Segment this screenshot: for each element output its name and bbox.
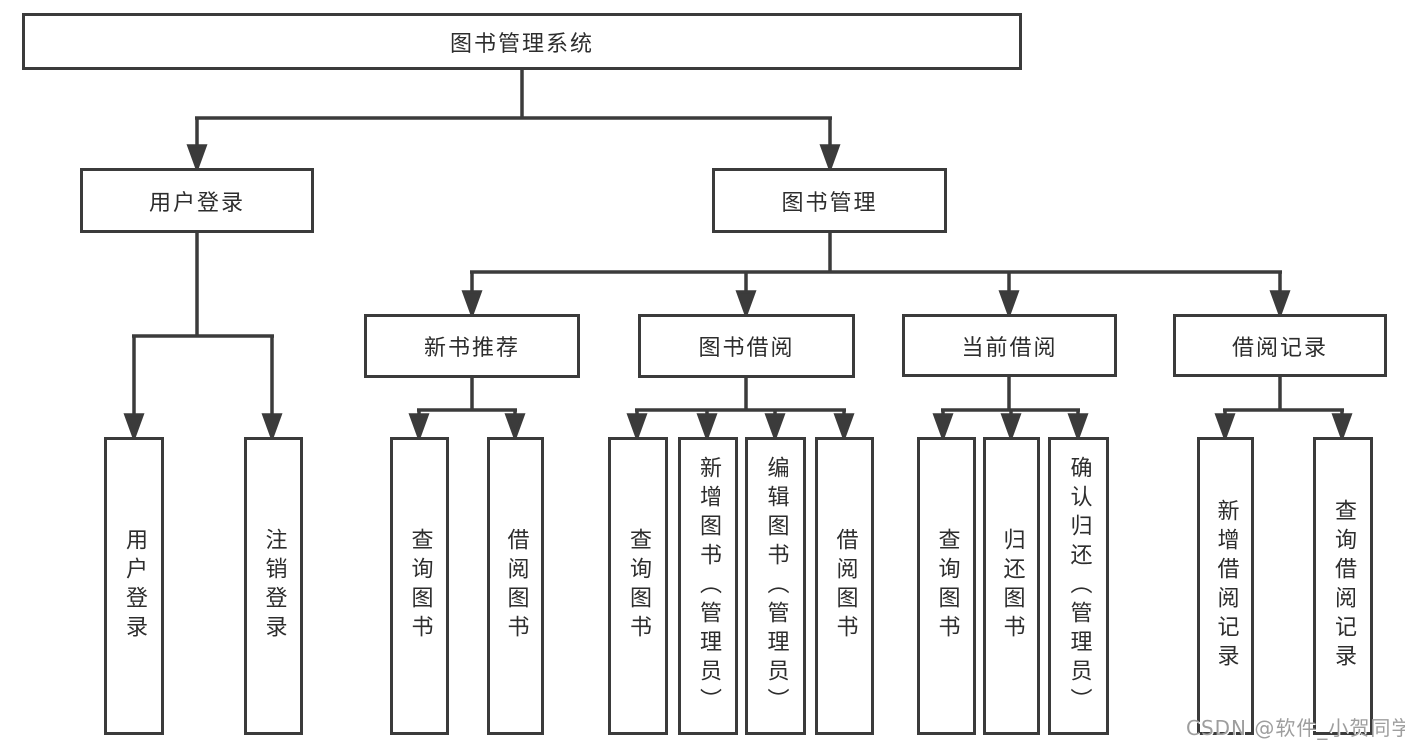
leaf-bb-borrow-book: 借阅图书 <box>815 437 874 735</box>
arrowhead <box>998 290 1020 320</box>
arrowhead <box>1214 413 1236 443</box>
leaf-bb-query-book-label: 查询图书 <box>626 528 651 644</box>
leaf-logout: 注销登录 <box>244 437 303 735</box>
node-user-login-label: 用户登录 <box>148 190 245 216</box>
leaf-cb-confirm-return-admin-label: 确认归还（管理员） <box>1066 455 1092 717</box>
node-borrow-records: 借阅记录 <box>1173 314 1387 377</box>
arrowhead <box>1067 413 1089 443</box>
leaf-cb-query-book-label: 查询图书 <box>934 528 960 644</box>
arrowhead <box>261 413 283 443</box>
node-library-system-label: 图书管理系统 <box>449 31 594 57</box>
node-new-book-rec-label: 新书推荐 <box>423 336 520 361</box>
leaf-br-add-record-label: 新增借阅记录 <box>1213 499 1239 673</box>
arrowhead <box>123 413 145 443</box>
leaf-cb-confirm-return-admin: 确认归还（管理员） <box>1048 437 1109 735</box>
leaf-rec-query-book-label: 查询图书 <box>407 528 433 644</box>
leaf-br-query-record-label: 查询借阅记录 <box>1331 499 1356 673</box>
leaf-br-add-record: 新增借阅记录 <box>1197 437 1254 735</box>
leaf-bb-add-book-admin-label: 新增图书（管理员） <box>696 455 721 717</box>
leaf-user-login-label: 用户登录 <box>122 528 147 644</box>
connector-book-borrow-children <box>626 378 855 443</box>
connector-book-mgmt-children <box>461 233 1291 320</box>
connector-root-to-level2 <box>186 70 841 174</box>
leaf-br-query-record: 查询借阅记录 <box>1313 437 1373 735</box>
leaf-bb-add-book-admin: 新增图书（管理员） <box>678 437 738 735</box>
node-user-login: 用户登录 <box>80 168 314 233</box>
leaf-logout-label: 注销登录 <box>261 528 287 644</box>
connector-borrow-records-children <box>1214 377 1353 443</box>
arrowhead <box>1000 413 1022 443</box>
leaf-bb-query-book: 查询图书 <box>608 437 668 735</box>
leaf-rec-query-book: 查询图书 <box>390 437 449 735</box>
node-book-borrow-label: 图书借阅 <box>698 336 795 361</box>
leaf-cb-return-book: 归还图书 <box>983 437 1040 735</box>
arrowhead <box>408 413 430 443</box>
arrowhead <box>504 413 526 443</box>
arrowhead <box>735 290 757 320</box>
node-book-mgmt: 图书管理 <box>712 168 947 233</box>
arrowhead <box>696 413 718 443</box>
node-book-mgmt-label: 图书管理 <box>781 190 878 216</box>
leaf-bb-edit-book-admin: 编辑图书（管理员） <box>745 437 806 735</box>
connector-current-borrow-children <box>932 377 1089 443</box>
node-new-book-rec: 新书推荐 <box>364 314 580 378</box>
node-current-borrow-label: 当前借阅 <box>961 335 1058 361</box>
node-current-borrow: 当前借阅 <box>902 314 1117 377</box>
arrowhead <box>1331 413 1353 443</box>
arrowhead <box>186 144 208 174</box>
arrowhead <box>626 413 648 443</box>
leaf-cb-query-book: 查询图书 <box>917 437 976 735</box>
node-library-system: 图书管理系统 <box>22 13 1022 70</box>
leaf-user-login: 用户登录 <box>104 437 164 735</box>
node-borrow-records-label: 借阅记录 <box>1231 335 1328 361</box>
connector-user-login-children <box>123 233 283 443</box>
arrowhead <box>461 290 483 320</box>
leaf-cb-return-book-label: 归还图书 <box>999 528 1025 644</box>
arrowhead <box>1269 290 1291 320</box>
leaf-bb-borrow-book-label: 借阅图书 <box>832 528 858 644</box>
arrowhead <box>833 413 855 443</box>
arrowhead <box>819 144 841 174</box>
leaf-rec-borrow-book-label: 借阅图书 <box>503 528 529 644</box>
leaf-bb-edit-book-admin-label: 编辑图书（管理员） <box>763 455 789 717</box>
node-book-borrow: 图书借阅 <box>638 314 855 378</box>
arrowhead <box>932 413 954 443</box>
connector-new-book-rec-children <box>408 378 526 443</box>
arrowhead <box>764 413 786 443</box>
csdn-watermark: CSDN @软件_小贺同学 <box>1186 716 1405 740</box>
leaf-rec-borrow-book: 借阅图书 <box>487 437 544 735</box>
